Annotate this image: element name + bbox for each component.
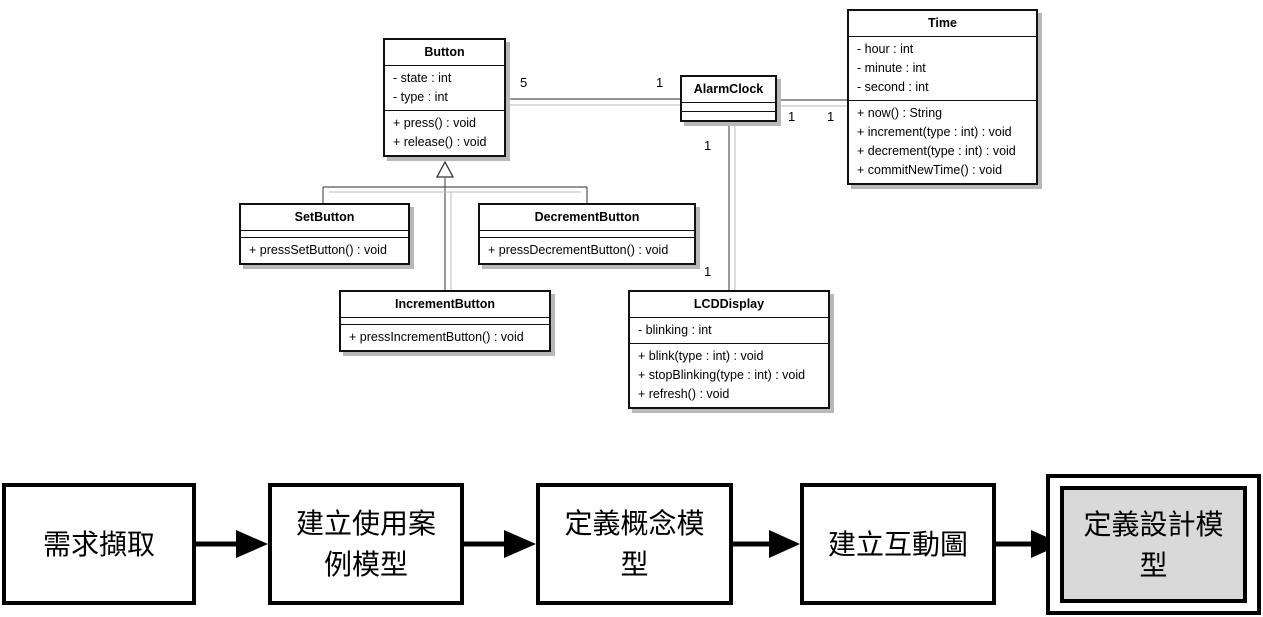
generalization-arrowhead [435,160,455,178]
class-button[interactable]: Button - state : int - type : int + pres… [383,38,506,157]
attribute: - blinking : int [638,323,712,337]
class-incrementbutton[interactable]: IncrementButton + pressIncrementButton()… [339,290,551,352]
operation: + pressIncrementButton() : void [349,330,524,344]
attributes [682,103,775,112]
operation: + press() : void [393,116,477,130]
operation: + refresh() : void [638,387,730,401]
step-label: 定義概念模 型 [564,503,704,585]
operations: + now() : String + increment(type : int)… [849,101,1036,183]
operations: + pressDecrementButton() : void [480,238,694,263]
operation: + stopBlinking(type : int) : void [638,368,806,382]
step-label: 定義設計模 型 [1083,504,1223,586]
class-time[interactable]: Time - hour : int - minute : int - secon… [847,9,1038,185]
class-setbutton[interactable]: SetButton + pressSetButton() : void [239,203,410,265]
operations: + press() : void + release() : void [385,111,504,155]
attributes [241,231,408,238]
class-name: SetButton [241,205,408,231]
operations: + pressSetButton() : void [241,238,408,263]
process-step-use-case-model[interactable]: 建立使用案 例模型 [268,483,464,605]
operation: + blink(type : int) : void [638,349,764,363]
multiplicity-time-end: 1 [827,109,835,124]
attribute: - hour : int [857,42,914,56]
operation: + release() : void [393,135,487,149]
operation: + now() : String [857,106,943,120]
operations [682,112,775,120]
attributes [341,318,549,325]
operation: + commitNewTime() : void [857,163,1003,177]
multiplicity-alarmclock-end: 1 [704,138,712,153]
step-label-line: 例模型 [323,548,408,581]
arrow [463,530,536,558]
class-name: IncrementButton [341,292,549,318]
class-decrementbutton[interactable]: DecrementButton + pressDecrementButton()… [478,203,696,265]
uml-class-diagram: Button - state : int - type : int + pres… [239,9,1038,409]
arrow [195,530,268,558]
class-name: AlarmClock [682,77,775,103]
operations: + blink(type : int) : void + stopBlinkin… [630,344,828,407]
operation: + increment(type : int) : void [857,125,1012,139]
multiplicity-alarmclock-end: 1 [656,75,664,90]
step-label-line: 型 [620,548,649,581]
step-label-line: 定義設計模 [1083,507,1224,541]
step-label: 需求擷取 [43,524,155,565]
attributes: - hour : int - minute : int - second : i… [849,37,1036,101]
attributes: - state : int - type : int [385,66,504,111]
step-label-line: 需求擷取 [42,527,155,561]
attributes: - blinking : int [630,318,828,344]
process-step-design-model: 定義設計模 型 [1060,486,1247,603]
attribute: - second : int [857,80,929,94]
class-name: Time [849,11,1036,37]
attributes [480,231,694,238]
process-step-requirements[interactable]: 需求擷取 [2,483,196,605]
multiplicity-button-end: 5 [520,75,528,90]
attribute: - type : int [393,90,448,104]
process-step-design-model-frame[interactable]: 定義設計模 型 [1046,474,1261,615]
step-label: 建立互動圖 [828,524,968,565]
class-lcddisplay[interactable]: LCDDisplay - blinking : int + blink(type… [628,290,830,409]
attribute: - minute : int [857,61,926,75]
operations: + pressIncrementButton() : void [341,325,549,350]
generalization-tree [322,178,588,291]
step-label-line: 型 [1139,548,1168,582]
step-label: 建立使用案 例模型 [296,503,436,585]
class-name: Button [385,40,504,66]
class-name: DecrementButton [480,205,694,231]
process-step-concept-model[interactable]: 定義概念模 型 [536,483,733,605]
arrow [732,530,800,558]
step-label-line: 定義概念模 [564,507,705,540]
process-step-interaction-diagram[interactable]: 建立互動圖 [800,483,996,605]
operation: + pressDecrementButton() : void [488,243,669,257]
multiplicity-alarmclock-end: 1 [788,109,796,124]
operation: + pressSetButton() : void [249,243,387,257]
multiplicity-lcddisplay-end: 1 [704,264,712,279]
class-alarmclock[interactable]: AlarmClock [680,75,777,122]
uml-connectors [322,98,849,291]
step-label-line: 建立使用案 [295,507,436,540]
step-label-line: 建立互動圖 [827,527,968,561]
operation: + decrement(type : int) : void [857,144,1016,158]
attribute: - state : int [393,71,452,85]
class-name: LCDDisplay [630,292,828,318]
